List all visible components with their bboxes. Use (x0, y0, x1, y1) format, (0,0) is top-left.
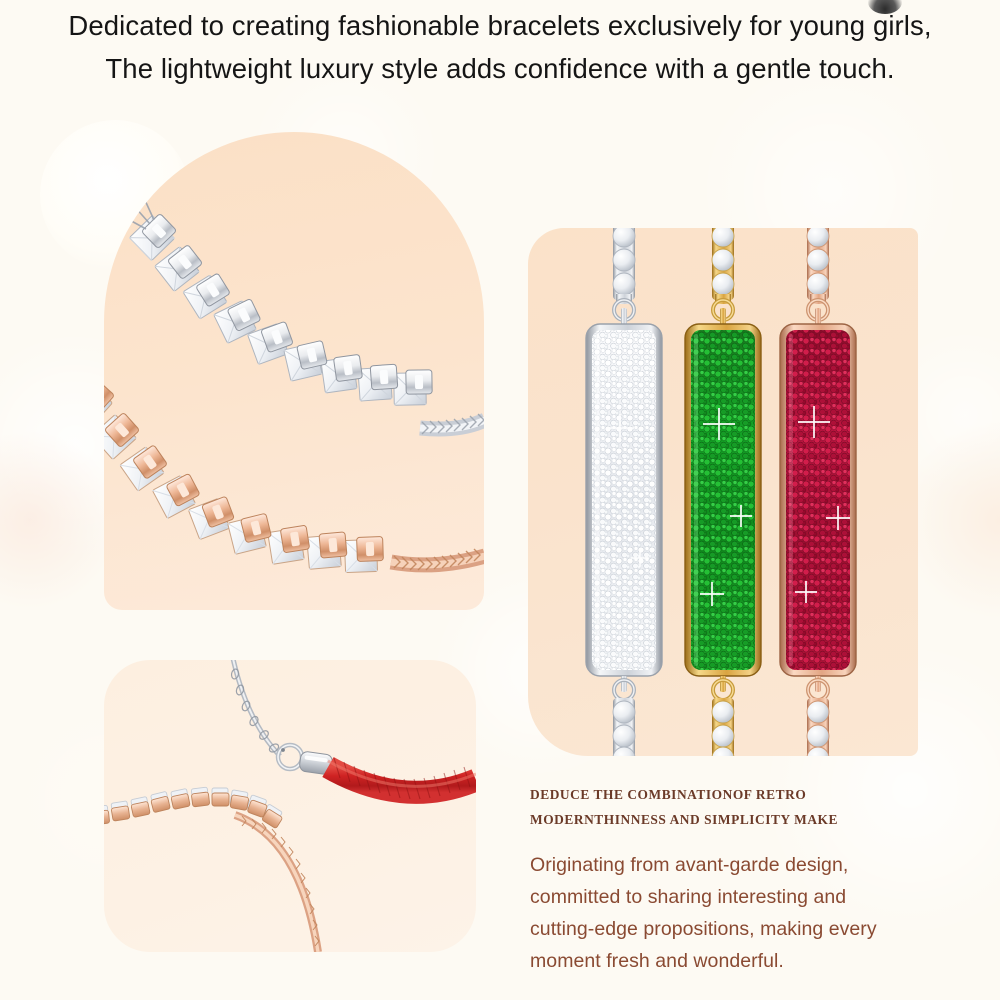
rose-gold-tennis-arc (104, 786, 322, 952)
panel-red-cord-bracelet (104, 660, 476, 952)
body-line-4: moment fresh and wonderful. (530, 950, 784, 972)
tennis-bracelets-illustration (104, 197, 484, 573)
red-cord-bracelet-illustration (104, 660, 476, 952)
bail-gold (711, 298, 735, 326)
upper-chain-silver (612, 228, 636, 304)
body-copy: Originating from avant-garde design, com… (530, 849, 950, 977)
sparkle-icon (795, 406, 850, 603)
top-edge-speck (868, 0, 902, 14)
panel-bar-pendants (528, 228, 918, 756)
lower-chain-rose (806, 676, 830, 756)
bail-silver (612, 298, 636, 326)
lower-chain-gold (711, 676, 735, 756)
headline: Dedicated to creating fashionable bracel… (0, 4, 1000, 90)
sparkle-icon (700, 408, 752, 606)
headline-line-1: Dedicated to creating fashionable bracel… (68, 10, 932, 41)
silver-tennis-bracelet (125, 197, 484, 437)
red-cord (322, 756, 476, 804)
eyebrow-line-2: MODERNTHINNESS AND SIMPLICITY MAKE (530, 812, 838, 827)
eyebrow-heading: DEDUCE THE COMBINATIONOF RETRO MODERNTHI… (530, 782, 950, 832)
bar-pendant-bracelets-illustration (585, 228, 857, 756)
body-line-1: Originating from avant-garde design, (530, 854, 849, 876)
bar-body-gold-green (684, 323, 762, 677)
bar-pendant-rose-ruby (779, 228, 857, 756)
bar-pendant-gold-green (684, 228, 762, 756)
rose-gold-tennis-bracelet (104, 380, 484, 573)
bar-body-rose-ruby (779, 323, 857, 677)
upper-chain-rose (806, 228, 830, 304)
eyebrow-line-1: DEDUCE THE COMBINATIONOF RETRO (530, 787, 807, 802)
lower-chain-silver (612, 676, 636, 756)
body-line-3: cutting-edge propositions, making every (530, 918, 877, 940)
body-line-2: committed to sharing interesting and (530, 886, 847, 908)
bail-rose (806, 298, 830, 326)
panel-tennis-bracelets (104, 132, 484, 610)
headline-line-2: The lightweight luxury style adds confid… (105, 53, 895, 84)
bar-body-silver (585, 323, 663, 677)
jump-ring-icon (275, 742, 305, 772)
copy-block: DEDUCE THE COMBINATIONOF RETRO MODERNTHI… (530, 782, 950, 977)
bar-pendant-silver (585, 228, 663, 756)
sparkle-icon (606, 414, 649, 567)
silver-chain (230, 660, 282, 758)
upper-chain-gold (711, 228, 735, 304)
